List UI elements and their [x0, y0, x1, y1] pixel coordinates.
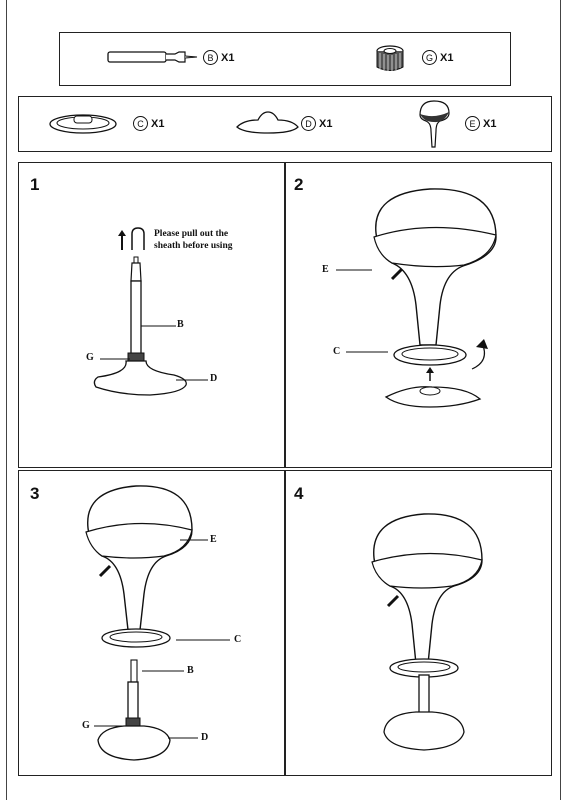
step-2-number: 2: [294, 175, 304, 194]
steps-divider-bottom: [284, 470, 286, 776]
step-1-number: 1: [30, 175, 40, 194]
step-3-callout-c: C: [234, 634, 242, 645]
up-arrow-icon: [118, 230, 126, 250]
part-g-qty: X1: [440, 51, 454, 64]
part-g-label: G X1: [422, 50, 453, 65]
part-b-qty: X1: [221, 51, 235, 64]
part-g-letter: G: [422, 50, 437, 65]
part-c-label: C X1: [133, 116, 164, 131]
step-2-callout-e: E: [322, 264, 329, 275]
base-part-d-drawing: [236, 111, 299, 134]
part-e-qty: X1: [483, 117, 497, 130]
step-3-assembly-drawing: [85, 485, 193, 761]
step-1-callout-d: D: [210, 373, 218, 384]
part-c-qty: X1: [151, 117, 165, 130]
part-b-letter: B: [203, 50, 218, 65]
step-1-callout-g: G: [86, 352, 94, 363]
step-3-callout-b: B: [187, 665, 194, 676]
part-b-label: B X1: [203, 50, 234, 65]
page-left-rule: [6, 0, 7, 800]
step-1-callout-b: B: [177, 319, 184, 330]
page-right-rule: [560, 0, 561, 800]
steps-divider-top: [284, 162, 286, 468]
seat-part-e-drawing: [419, 100, 450, 148]
step-1-note-line2: sheath before using: [154, 241, 233, 251]
step-1-note-line1: Please pull out the: [154, 229, 229, 239]
step-1-base-with-bolt-drawing: [93, 256, 187, 396]
bolt-part-b-drawing: [107, 51, 198, 63]
sheath-icon: [131, 227, 145, 250]
parts-box-row2: [18, 96, 552, 152]
step-4-finished-stool-drawing: [371, 513, 483, 751]
parts-box-row1: [59, 32, 511, 86]
step-2-callout-c: C: [333, 346, 341, 357]
step-1-sheath-note: Please pull out the sheath before using: [154, 228, 264, 252]
step-2-seat-and-ring-drawing: [373, 188, 497, 408]
step-3-number: 3: [30, 484, 40, 503]
part-e-label: E X1: [465, 116, 496, 131]
part-e-letter: E: [465, 116, 480, 131]
step-3-callout-e: E: [210, 534, 217, 545]
ring-part-c-drawing: [49, 114, 117, 134]
step-4-number: 4: [294, 484, 304, 503]
nut-part-g-drawing: [376, 45, 404, 71]
step-3-callout-g: G: [82, 720, 90, 731]
part-d-letter: D: [301, 116, 316, 131]
part-d-label: D X1: [301, 116, 332, 131]
part-d-qty: X1: [319, 117, 333, 130]
part-c-letter: C: [133, 116, 148, 131]
step-3-callout-d: D: [201, 732, 209, 743]
